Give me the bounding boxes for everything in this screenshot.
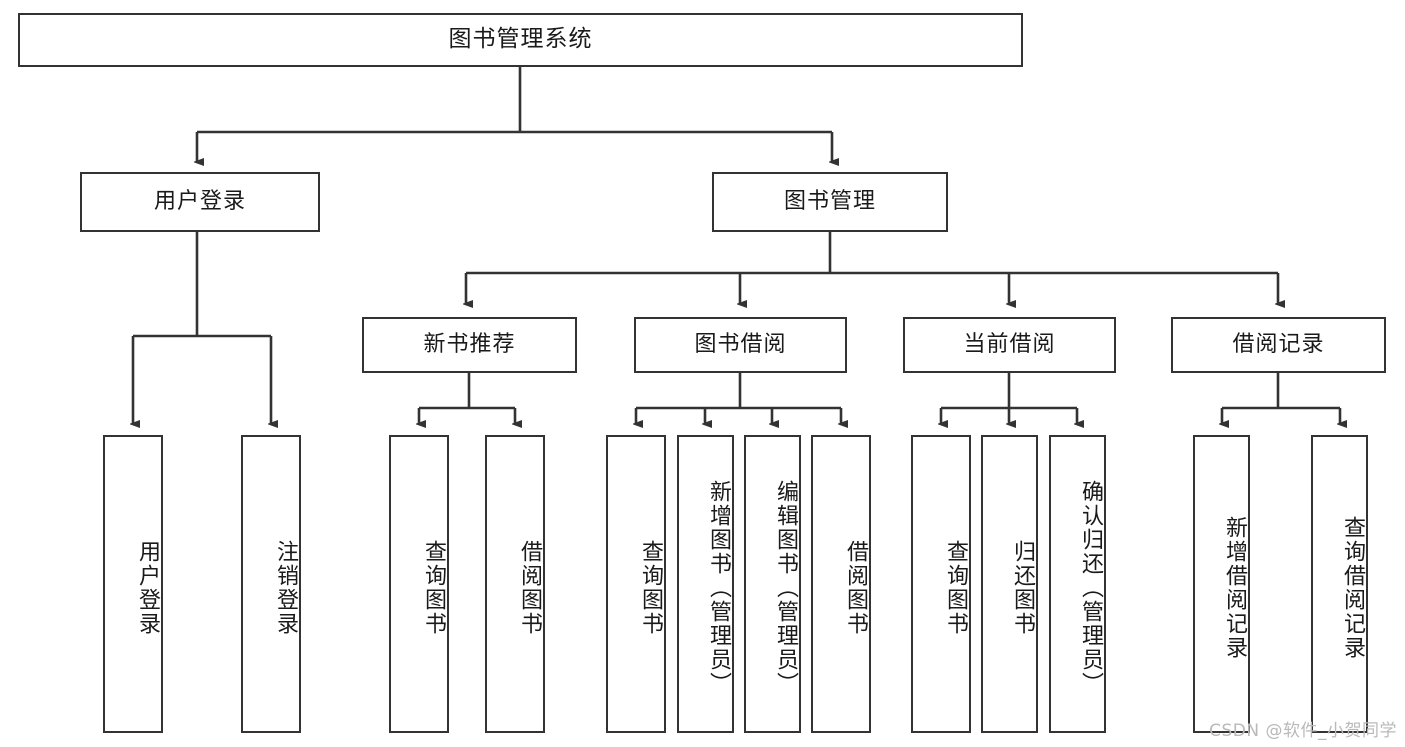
leaf-label: 查询图书: [421, 540, 446, 636]
leaf-label: 新增图书（管理员）: [706, 480, 731, 696]
node-borrow-record-label: 借阅记录: [1232, 331, 1325, 357]
leaf-label: 注销登录: [273, 540, 298, 636]
leaf-label: 编辑图书（管理员）: [773, 480, 798, 696]
leaf-current-borrow-confirm[interactable]: 确认归还（管理员）: [1049, 435, 1106, 733]
node-user-login[interactable]: 用户登录: [80, 172, 320, 232]
leaf-borrow-record-query[interactable]: 查询借阅记录: [1311, 435, 1368, 733]
leaf-label: 借阅图书: [517, 540, 542, 636]
leaf-borrow-record-add[interactable]: 新增借阅记录: [1193, 435, 1250, 733]
leaf-label: 查询图书: [638, 540, 663, 636]
node-book-borrow[interactable]: 图书借阅: [634, 317, 847, 373]
node-book-borrow-label: 图书借阅: [694, 331, 787, 357]
node-current-borrow-label: 当前借阅: [963, 331, 1056, 357]
leaf-user-login-signin[interactable]: 用户登录: [103, 435, 163, 733]
node-new-book-recommend-label: 新书推荐: [423, 331, 516, 357]
leaf-book-borrow-lend[interactable]: 借阅图书: [811, 435, 871, 733]
leaf-label: 用户登录: [135, 540, 160, 636]
watermark-text: CSDN @软件_小贺同学: [1209, 721, 1397, 741]
leaf-new-book-borrow[interactable]: 借阅图书: [485, 435, 545, 733]
leaf-user-login-signout[interactable]: 注销登录: [241, 435, 301, 733]
leaf-book-borrow-add[interactable]: 新增图书（管理员）: [677, 435, 734, 733]
leaf-label: 查询图书: [943, 540, 968, 636]
node-root-system[interactable]: 图书管理系统: [18, 13, 1023, 67]
leaf-label: 借阅图书: [843, 540, 868, 636]
node-borrow-record[interactable]: 借阅记录: [1171, 317, 1386, 373]
leaf-book-borrow-edit[interactable]: 编辑图书（管理员）: [744, 435, 801, 733]
node-book-management-label: 图书管理: [783, 188, 876, 214]
node-new-book-recommend[interactable]: 新书推荐: [362, 317, 577, 373]
leaf-label: 新增借阅记录: [1222, 516, 1247, 660]
leaf-book-borrow-query[interactable]: 查询图书: [606, 435, 666, 733]
node-user-login-label: 用户登录: [153, 188, 246, 214]
leaf-label: 归还图书: [1010, 540, 1035, 636]
node-root-label: 图书管理系统: [448, 26, 593, 53]
leaf-new-book-query[interactable]: 查询图书: [389, 435, 449, 733]
leaf-label: 确认归还（管理员）: [1078, 480, 1103, 696]
node-book-management[interactable]: 图书管理: [712, 172, 948, 232]
node-current-borrow[interactable]: 当前借阅: [903, 317, 1116, 373]
leaf-label: 查询借阅记录: [1340, 516, 1365, 660]
leaf-current-borrow-query[interactable]: 查询图书: [911, 435, 971, 733]
leaf-current-borrow-return[interactable]: 归还图书: [981, 435, 1038, 733]
